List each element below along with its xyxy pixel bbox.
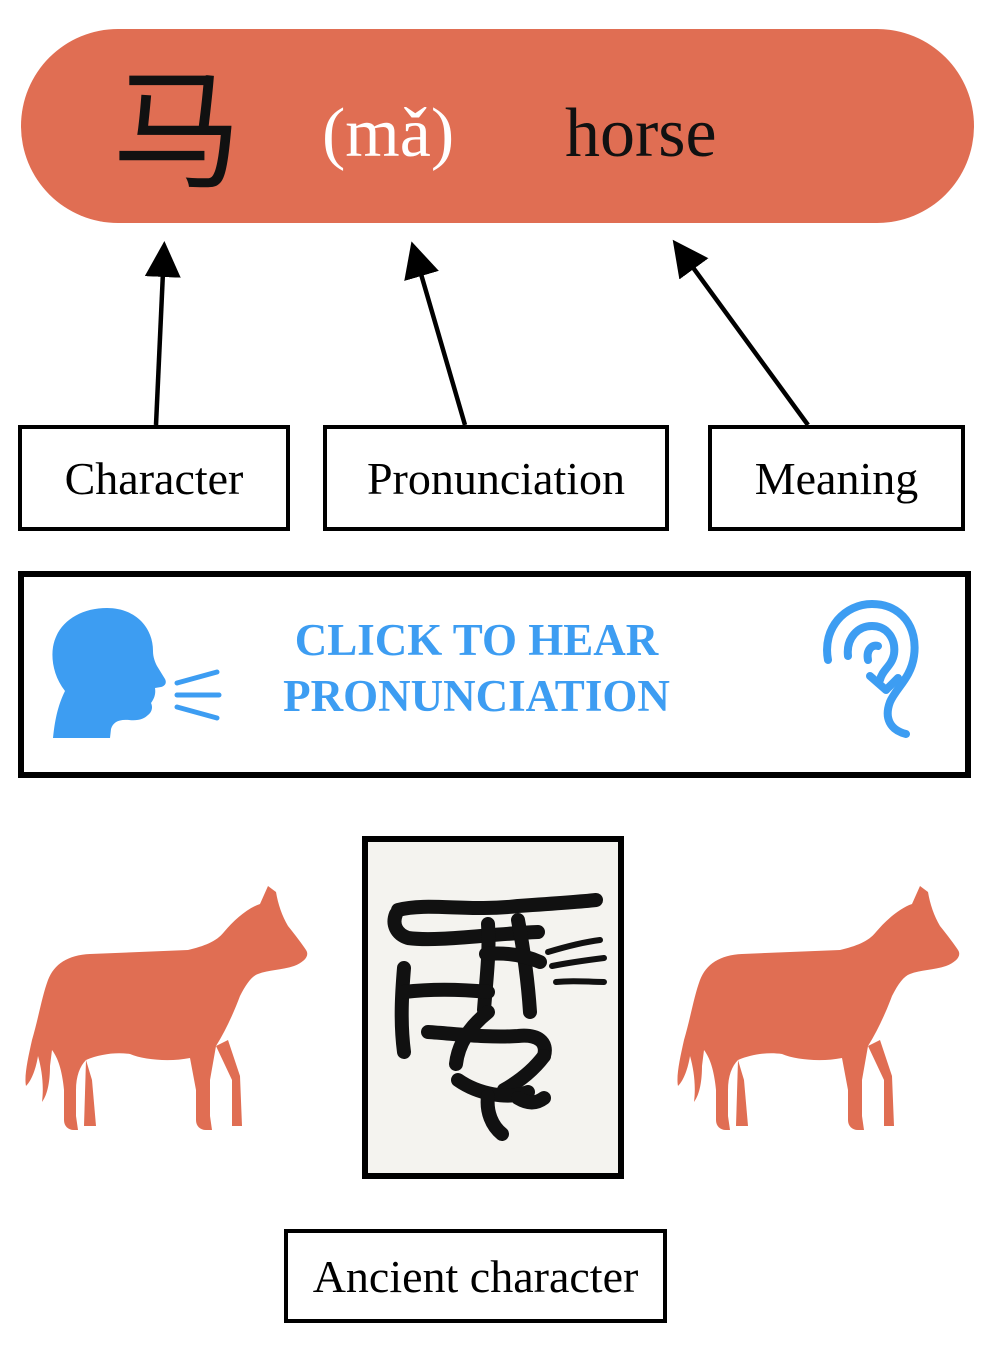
ancient-horse-glyph	[387, 893, 607, 1141]
ear-icon	[823, 600, 919, 738]
hear-pronunciation-button[interactable]	[18, 571, 971, 778]
label-ancient-character: Ancient character	[284, 1229, 667, 1323]
english-meaning: horse	[565, 95, 717, 172]
arrow-character	[144, 241, 181, 426]
horse-icon	[677, 886, 960, 1130]
horse-icon	[25, 886, 308, 1130]
hear-pronunciation-label[interactable]: CLICK TO HEAR PRONUNCIATION	[200, 612, 753, 724]
arrow-pronunciation	[404, 241, 468, 426]
label-meaning: Meaning	[708, 425, 965, 531]
speaking-head-icon	[52, 608, 222, 738]
ancient-character-image	[362, 836, 624, 1179]
pointer-arrows	[144, 239, 810, 427]
label-pronunciation: Pronunciation	[323, 425, 669, 531]
pinyin-text: (mǎ)	[322, 95, 455, 172]
label-character: Character	[18, 425, 290, 531]
hear-line-2: PRONUNCIATION	[283, 671, 670, 721]
chinese-character: 马	[112, 56, 243, 208]
hear-line-1: CLICK TO HEAR	[294, 615, 659, 665]
arrow-meaning	[672, 239, 810, 427]
word-banner	[21, 29, 974, 223]
